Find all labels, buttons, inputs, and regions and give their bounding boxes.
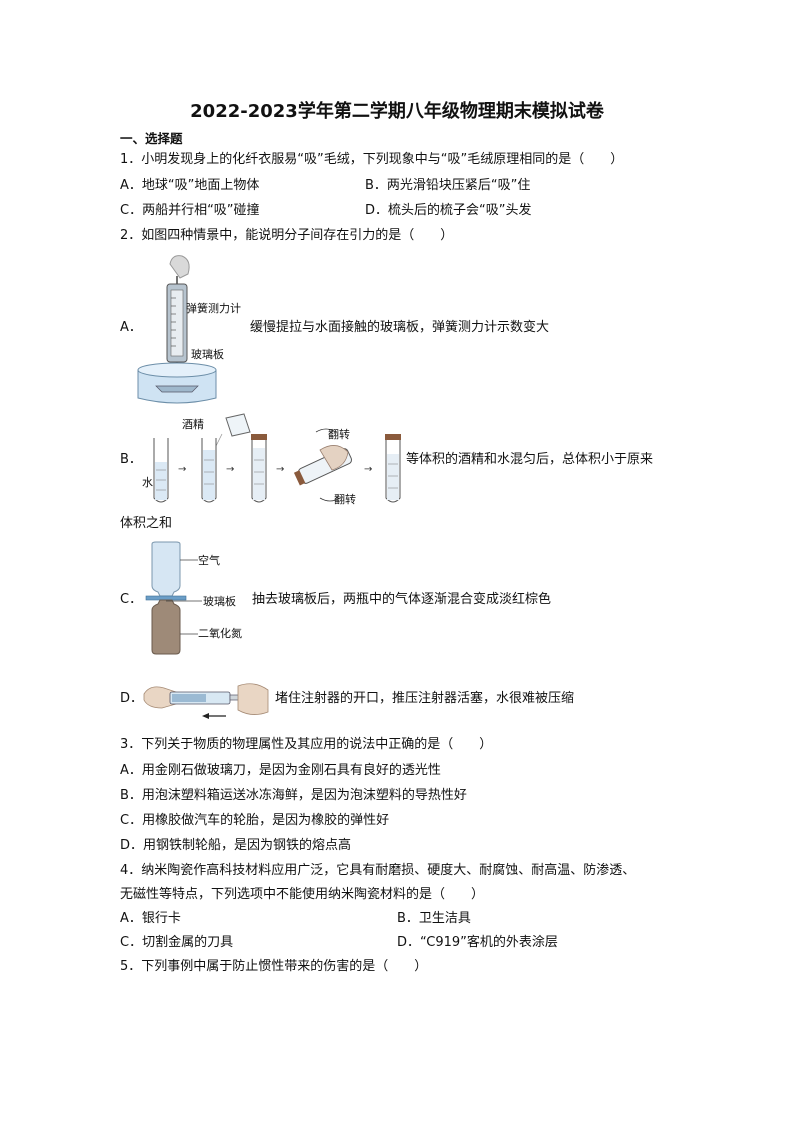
svg-text:→: → xyxy=(226,464,234,475)
flip-label-bottom: 翻转 xyxy=(334,493,356,506)
question-2-option-b-text: 等体积的酒精和水混匀后，总体积小于原来 xyxy=(406,452,654,467)
question-3-option-b: B．用泡沫塑料箱运送冰冻海鲜，是因为泡沫塑料的导热性好 xyxy=(120,788,467,803)
question-3-option-d: D．用钢铁制轮船，是因为钢铁的熔点高 xyxy=(120,838,352,853)
flip-label-top: 翻转 xyxy=(328,428,350,441)
question-4-stem-line2: 无磁性等特点，下列选项中不能使用纳米陶瓷材料的是（ ） xyxy=(120,887,485,902)
svg-text:→: → xyxy=(276,464,284,475)
question-3-option-a: A．用金刚石做玻璃刀，是因为金刚石具有良好的透光性 xyxy=(120,763,441,778)
question-2-option-d-letter: D． xyxy=(120,691,144,706)
question-5-stem: 5．下列事例中属于防止惯性带来的伤害的是（ ） xyxy=(120,959,428,974)
glass-plate-c-label: 玻璃板 xyxy=(203,595,236,608)
svg-text:→: → xyxy=(178,464,186,475)
question-4-option-b: B．卫生洁具 xyxy=(397,911,471,926)
question-1-option-d: D．梳头后的梳子会“吸”头发 xyxy=(365,203,532,218)
spring-balance-figure xyxy=(137,255,217,404)
question-2-option-b-text-continued: 体积之和 xyxy=(120,516,173,531)
question-4-option-a: A．银行卡 xyxy=(120,911,181,926)
question-3-stem: 3．下列关于物质的物理属性及其应用的说法中正确的是（ ） xyxy=(120,737,493,752)
syringe-figure xyxy=(143,683,269,719)
label-leader-lines xyxy=(166,559,202,635)
glass-plate-label: 玻璃板 xyxy=(191,348,224,361)
question-2-option-a-letter: A． xyxy=(120,320,142,335)
section-heading: 一、选择题 xyxy=(120,131,183,146)
spring-balance-label: 弹簧测力计 xyxy=(186,302,241,315)
question-3-option-c: C．用橡胶做汽车的轮胎，是因为橡胶的弹性好 xyxy=(120,813,390,828)
nitrogen-dioxide-label: 二氧化氮 xyxy=(198,627,242,640)
question-2-option-c-letter: C． xyxy=(120,592,143,607)
question-2-stem: 2．如图四种情景中，能说明分子间存在引力的是（ ） xyxy=(120,228,454,243)
question-2-option-d-text: 堵住注射器的开口，推压注射器活塞，水很难被压缩 xyxy=(275,691,575,706)
page-title: 2022-2023学年第二学期八年级物理期末模拟试卷 xyxy=(190,101,604,122)
question-1-option-b: B．两光滑铅块压紧后“吸”住 xyxy=(365,178,531,193)
test-tubes-figure: → → → → xyxy=(153,413,401,503)
question-2-option-b-letter: B． xyxy=(120,452,142,467)
svg-text:→: → xyxy=(364,464,372,475)
alcohol-label: 酒精 xyxy=(182,418,204,431)
question-4-option-d: D．“C919”客机的外表涂层 xyxy=(397,935,558,950)
question-1-option-a: A．地球“吸”地面上物体 xyxy=(120,178,260,193)
water-label: 水 xyxy=(142,476,153,489)
question-4-option-c: C．切割金属的刀具 xyxy=(120,935,234,950)
question-1-option-c: C．两船并行相“吸”碰撞 xyxy=(120,203,260,218)
air-label: 空气 xyxy=(198,554,220,567)
question-2-option-c-text: 抽去玻璃板后，两瓶中的气体逐渐混合变成淡红棕色 xyxy=(252,592,552,607)
gas-bottles-figure xyxy=(145,541,187,655)
question-1-stem: 1．小明发现身上的化纤衣服易“吸”毛绒，下列现象中与“吸”毛绒原理相同的是（ ） xyxy=(120,152,624,167)
question-2-option-a-text: 缓慢提拉与水面接触的玻璃板，弹簧测力计示数变大 xyxy=(250,320,550,335)
question-4-stem-line1: 4．纳米陶瓷作高科技材料应用广泛，它具有耐磨损、硬度大、耐腐蚀、耐高温、防渗透、 xyxy=(120,863,636,878)
